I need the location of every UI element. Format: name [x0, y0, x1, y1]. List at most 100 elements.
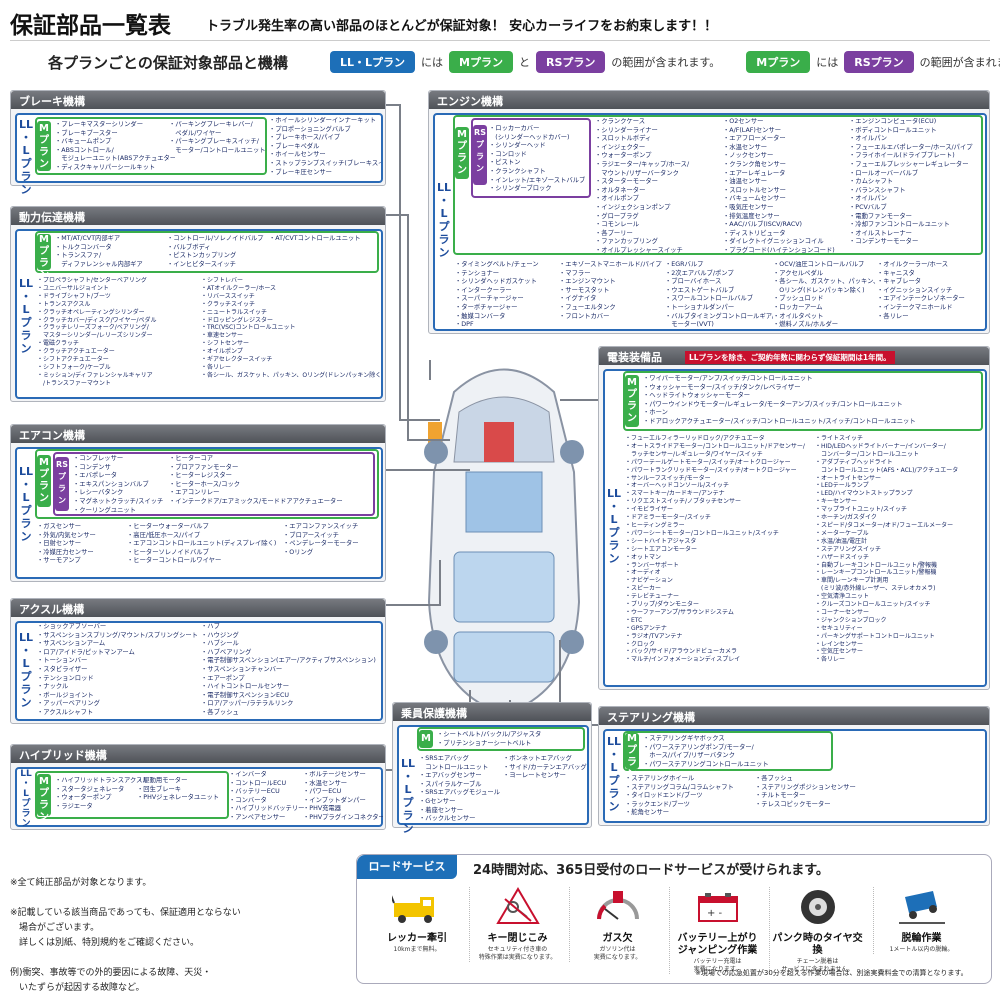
- service-name: ガス欠: [602, 933, 633, 944]
- m-plan-label: M プ ラ ン: [37, 774, 51, 823]
- m-plan-box: [623, 731, 833, 771]
- service-wheel-drop: 脱輪作業 1メートル以内の脱輪。: [873, 887, 969, 954]
- section-title: 乗員保護機構: [393, 703, 591, 721]
- ll-plan-label: LL ・ L プ ラ ン: [437, 181, 452, 259]
- brake-l-list: ・ホイールシリンダーインナーキット ・プロポーショニングバルブ ・ブレーキホース…: [269, 117, 381, 176]
- rs-plan-label: RS プ ラ ン: [473, 125, 487, 185]
- section-axle: アクスル機構 LL ・ L プ ラ ン ・ショックアブソーバー ・サスペンション…: [10, 598, 386, 724]
- rs-plan-label: RS プ ラ ン: [55, 457, 69, 511]
- m-plan-box: [35, 117, 267, 175]
- tow-truck-icon: [389, 892, 434, 923]
- service-desc: ガソリン代は 実費になります。: [593, 946, 642, 961]
- aircon-l-list-1: ・ガスセンサー ・外気/内気センサー ・日射センサー ・冷媒圧力センサー ・サー…: [37, 523, 96, 565]
- rs-plan-box: [53, 452, 375, 516]
- page-title: 保証部品一覧表: [10, 13, 171, 39]
- battery-icon: + -: [697, 893, 738, 922]
- key-lock-icon: [495, 887, 540, 924]
- service-name: 脱輪作業: [901, 933, 942, 944]
- engine-rs-list: ・ロッカーカバー (シリンダーヘッドカバー) ・シリンダーヘッド ・コンロッド …: [489, 125, 586, 193]
- service-desc: バッテリー充電は 実費になります。: [693, 958, 742, 973]
- section-title: ステアリング機構: [599, 707, 989, 725]
- service-name: バッテリー上がり ジャンピング作業: [677, 933, 758, 956]
- rs-plan-box: [471, 118, 591, 198]
- m-plan-label: M プ ラ ン: [37, 455, 51, 507]
- brake-m-list-2: ・パーキングブレーキレバー/ ペダル/ワイヤー ・パーキングブレーキスイッチ/ …: [169, 121, 265, 154]
- section-title: ハイブリッド機構: [11, 745, 385, 763]
- ll-plan-label: LL ・ L プ ラ ン: [19, 118, 34, 196]
- m-plan-label: M: [419, 730, 433, 748]
- electrical-warranty-note: LLプランを除き、ご契約年数に関わらず保証期間は1年間。: [685, 351, 895, 364]
- m-plan-label: M プ ラ ン: [455, 127, 469, 179]
- ll-plan-label: LL ・ L プ ラ ン: [607, 487, 622, 565]
- legend-pill-m: Mプラン: [449, 51, 513, 73]
- steering-m-list: ・ステアリングギヤボックス ・パワーステアリングポンプ/モーター/ ホース/パイ…: [643, 735, 769, 768]
- section-title: 動力伝達機構: [11, 207, 385, 225]
- aircon-l-list-2: ・ヒーターウォーターバルブ ・高圧/低圧ホース/パイプ ・エアコンコントロールユ…: [127, 523, 277, 565]
- hybrid-m-list-1: ・ハイブリッドトランスアクスル ・スタータジェネレータ ・ウォーターポンプ ・ラ…: [55, 777, 145, 810]
- axle-l-list-2: ・ハブ ・ハウジング ・ハブシール ・ハブベアリング ・電子制御サスペンション(…: [201, 623, 376, 716]
- section-title: エアコン機構: [11, 425, 385, 443]
- ll-plan-label: LL ・ L プ ラ ン: [19, 277, 34, 355]
- page-tagline: トラブル発生率の高い部品のほとんどが保証対象！ 安心カーライフをお約束します！！: [206, 19, 718, 34]
- engine-l-list-5: ・オイルクーラー/ホース ・キャニスタ ・キャブレータ ・イグニッションスイッチ…: [877, 261, 965, 320]
- road-service-panel: ロードサービス 24時間対応、365日受付のロードサービスが受けられます。 レッ…: [356, 854, 992, 984]
- service-name: キー閉じこみ: [487, 933, 548, 944]
- section-title: エンジン機構: [429, 91, 989, 109]
- legend-text: の範囲が含まれます。: [919, 56, 1000, 69]
- section-title: アクスル機構: [11, 599, 385, 617]
- car-illustration: [424, 368, 584, 716]
- occupant-l-list-1: ・SRSエアバッグ コントロールユニット ・エアバッグセンサー ・スパイラルケー…: [419, 755, 500, 823]
- service-battery: + - バッテリー上がり ジャンピング作業 バッテリー充電は 実費になります。: [669, 887, 765, 974]
- engine-l-list-4: ・OCV/油圧コントロールバルブ ・アクセルペダル ・各シール、ガスケット、パッ…: [773, 261, 877, 329]
- drive-m-list-2: ・コントロール/ソレノイドバルブ ・バルブボディ ・ピストンカップリング ・イン…: [167, 235, 264, 268]
- hybrid-l-list-1: ・インバータ ・コントロールECU ・バッテリーECU ・コンバータ ・ハイブリ…: [229, 771, 305, 821]
- drive-m-list-3: ・AT/CVTコントロールユニット: [269, 235, 361, 242]
- engine-l-list-1: ・タイミングベルト/チェーン ・テンショナー ・シリンダヘッドガスケット ・イン…: [455, 261, 539, 329]
- m-plan-box: [623, 371, 983, 431]
- occupant-m-list: ・シートベルト/バックル/アジャスタ ・プリテンショナーシートベルト: [437, 731, 542, 747]
- occupant-l-list-2: ・ボンネットエアバッグ ・サイド/カーテンエアバッグ ・ヨーレートセンサー: [503, 755, 587, 780]
- ll-plan-label: LL ・ L プ ラ ン: [401, 757, 416, 835]
- engine-m-list-3: ・エンジンコンピュータ(ECU) ・ボディコントロールユニット ・オイルパン ・…: [849, 118, 973, 246]
- ll-plan-box: [15, 621, 383, 721]
- section-engine: エンジン機構 LL ・ L プ ラ ン M プ ラ ン RS プ ラ ン ・ロッ…: [428, 90, 990, 334]
- legend-subtitle: 各プランごとの保証対象部品と機構: [48, 54, 288, 72]
- service-name: パンク時のタイヤ交換: [772, 933, 863, 956]
- m-plan-label: M プ ラ ン: [625, 375, 639, 427]
- service-tow: レッカー牽引 10kmまで無料。: [369, 887, 465, 954]
- legend-pill-rs: RSプラン: [535, 51, 606, 73]
- aircon-rs-list-2: ・ヒーターコア ・ブロアファンモーター ・ヒーターレジスター ・ヒーターホース/…: [169, 455, 343, 505]
- legend-row: LL・Lプラン には Mプラン と RSプラン の範囲が含まれます。 Mプラン …: [330, 51, 1000, 73]
- electrical-l-list-2: ・ライトスイッチ ・HID/LEDヘッドライトバーナー/インバーター/ コンバー…: [815, 435, 959, 664]
- legend-text: には: [816, 56, 839, 69]
- drive-l-list-1: ・プロペラシャフト/センターベアリング ・ユニバーサルジョイント ・ドライブシャ…: [37, 277, 157, 387]
- section-title: ブレーキ機構: [11, 91, 385, 109]
- engine-m-list-1: ・クランクケース ・シリンダーライナー ・スロットルボディ ・インジェクター ・…: [595, 118, 690, 254]
- m-plan-box: [35, 231, 379, 273]
- legend-text: と: [518, 56, 530, 69]
- tire-icon: [800, 890, 835, 924]
- wheel-drop-icon: [898, 891, 945, 924]
- aircon-l-list-3: ・エアコンファンスイッチ ・ブロアースイッチ ・ペンデレーターモーター ・Oリン…: [283, 523, 359, 556]
- service-desc: セキュリティ付き車の 特殊作業は実費になります。: [478, 946, 557, 961]
- legend-text: の範囲が含まれます。: [611, 56, 721, 69]
- service-desc: 10kmまで無料。: [393, 946, 441, 953]
- service-desc: チェーン脱着は サービスに含まれません。: [781, 958, 854, 973]
- service-name: レッカー牽引: [387, 933, 447, 944]
- brake-m-list-1: ・ブレーキマスターシリンダー ・ブレーキブースター ・バキュームポンプ ・ABS…: [55, 121, 175, 171]
- svg-text:+ -: + -: [707, 908, 723, 919]
- ll-plan-label: LL ・ L プ ラ ン: [20, 769, 32, 829]
- section-electrical: 電装装備品 LLプランを除き、ご契約年数に関わらず保証期間は1年間。 LL ・ …: [598, 346, 990, 690]
- m-plan-label: M プ ラ ン: [625, 733, 639, 780]
- ll-plan-label: LL ・ L プ ラ ン: [607, 735, 622, 813]
- electrical-l-list-1: ・フューエルフィラーリッドロック/アクチュエータ ・オートスライドアモーター/コ…: [625, 435, 805, 664]
- footnotes: ※全て純正部品が対象となります。 ※記載している該当商品であっても、保証適用とな…: [10, 878, 241, 993]
- axle-l-list-1: ・ショックアブソーバー ・サスペンションスプリング/マウント/スプリングシート …: [37, 623, 198, 716]
- section-occupant: 乗員保護機構 LL ・ L プ ラ ン M ・シートベルト/バックル/アジャスタ…: [392, 702, 592, 835]
- section-steering: ステアリング機構 LL ・ L プ ラ ン M プ ラ ン ・ステアリングギヤボ…: [598, 706, 990, 826]
- hybrid-m-list-2: ・駆動用モーター ・回生ブレーキ ・PHVジェネレータユニット: [137, 777, 220, 802]
- service-desc: 1メートル以内の脱輪。: [889, 946, 954, 953]
- drive-l-list-2: ・シフトレバー ・ATオイルクーラー/ホース ・リバーススイッチ ・クラッチスイ…: [201, 277, 381, 379]
- section-hybrid: ハイブリッド機構 LL ・ L プ ラ ン M プ ラ ン ・ハイブリッドトラン…: [10, 744, 386, 830]
- fuel-gauge-icon: [596, 891, 639, 920]
